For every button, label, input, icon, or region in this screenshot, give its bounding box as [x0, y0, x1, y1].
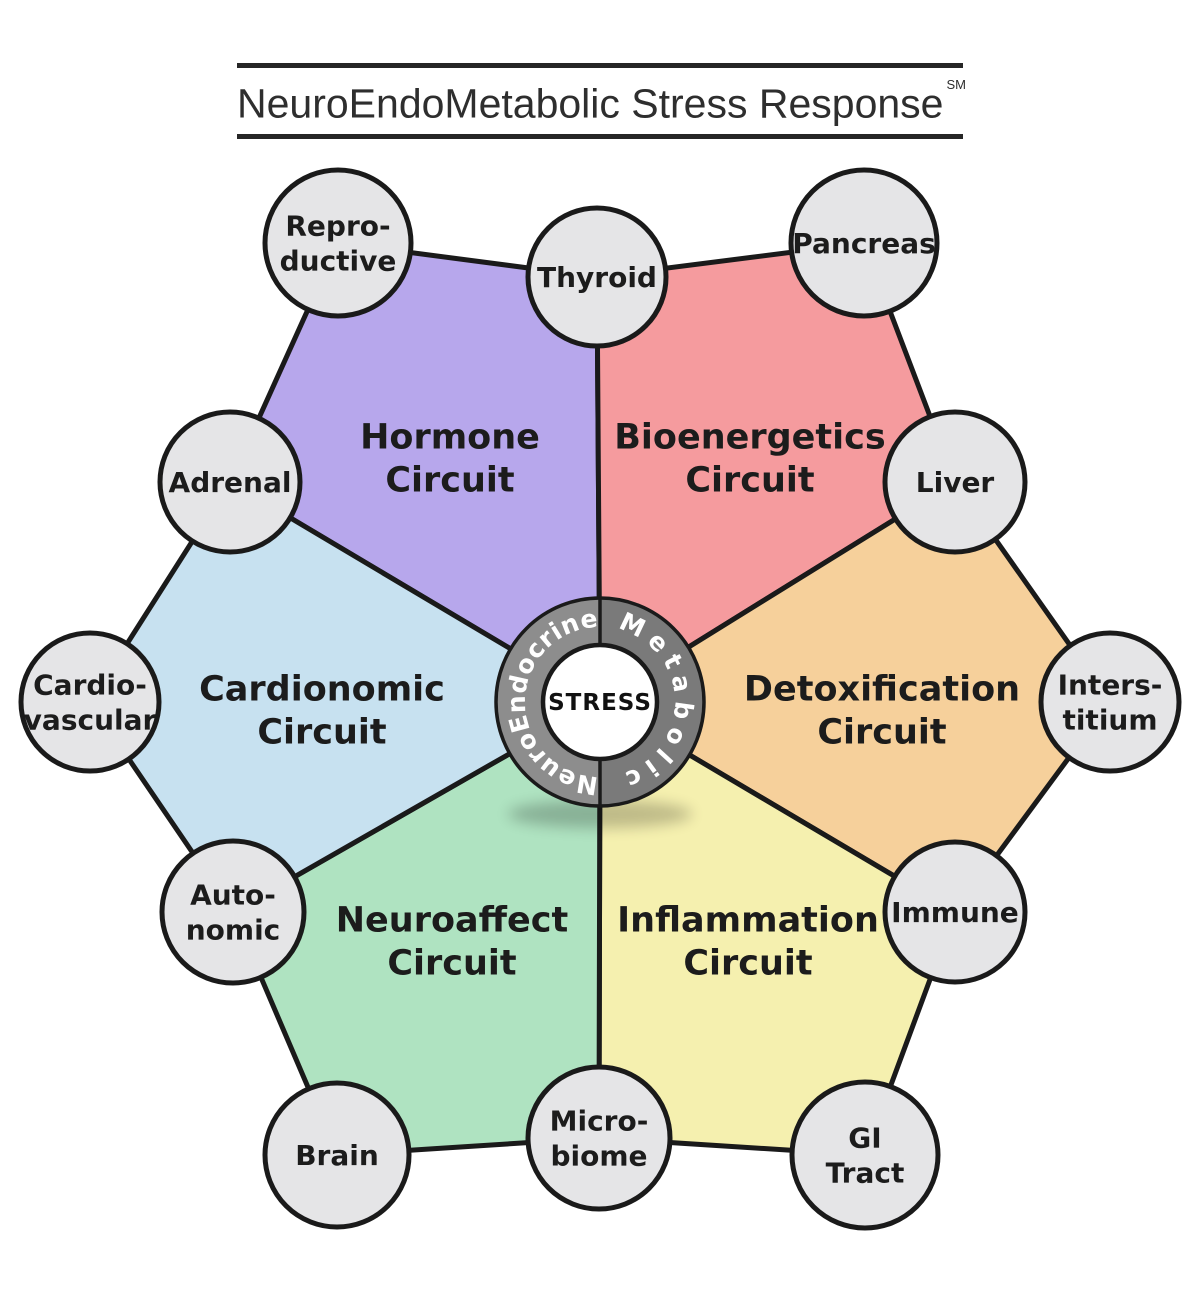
organ-label-autonomic: Auto-nomic: [186, 879, 281, 947]
organ-brain: Brain: [262, 1080, 412, 1230]
organ-label-reproductive: Repro-ductive: [280, 210, 397, 278]
stress-circle: [540, 642, 660, 762]
organ-pancreas: Pancreas: [788, 167, 940, 319]
organ-label-microbiome: Micro-biome: [550, 1105, 649, 1173]
organ-adrenal: Adrenal: [157, 409, 303, 555]
organ-circle-interstitium: [1038, 630, 1182, 774]
organ-circle-reproductive: [262, 167, 414, 319]
organ-cardiovascular: Cardio-vascular: [18, 630, 162, 774]
title-trademark-icon: SM: [946, 77, 967, 92]
organ-thyroid: Thyroid: [525, 205, 669, 349]
organ-circle-thyroid: [525, 205, 669, 349]
organ-liver: Liver: [882, 409, 1028, 555]
stress-label: STRESS: [548, 690, 652, 716]
organ-circle-cardiovascular: [18, 630, 162, 774]
organ-reproductive: Repro-ductive: [262, 167, 414, 319]
organ-circle-pancreas: [788, 167, 940, 319]
organ-circle-immune: [882, 839, 1028, 985]
hub-shadow: [508, 800, 692, 828]
organ-circle-liver: [882, 409, 1028, 555]
organ-circle-brain: [262, 1080, 412, 1230]
organ-label-pancreas: Pancreas: [792, 227, 936, 260]
organ-label-cardiovascular: Cardio-vascular: [24, 669, 157, 737]
organ-immune: Immune: [882, 839, 1028, 985]
organ-circle-adrenal: [157, 409, 303, 555]
organ-label-immune: Immune: [891, 896, 1019, 929]
organ-label-brain: Brain: [295, 1139, 379, 1172]
organ-label-thyroid: Thyroid: [537, 261, 657, 294]
organ-circle-autonomic: [159, 838, 307, 986]
organ-circle-gi-tract: [789, 1079, 941, 1231]
organ-microbiome: Micro-biome: [525, 1064, 673, 1212]
organ-circle-microbiome: [525, 1064, 673, 1212]
page-title: NeuroEndoMetabolic Stress Response: [237, 80, 944, 127]
organ-label-liver: Liver: [916, 466, 995, 499]
organ-interstitium: Inters-titium: [1038, 630, 1182, 774]
organ-label-interstitium: Inters-titium: [1058, 669, 1163, 737]
organ-autonomic: Auto-nomic: [159, 838, 307, 986]
organ-label-adrenal: Adrenal: [169, 466, 292, 499]
